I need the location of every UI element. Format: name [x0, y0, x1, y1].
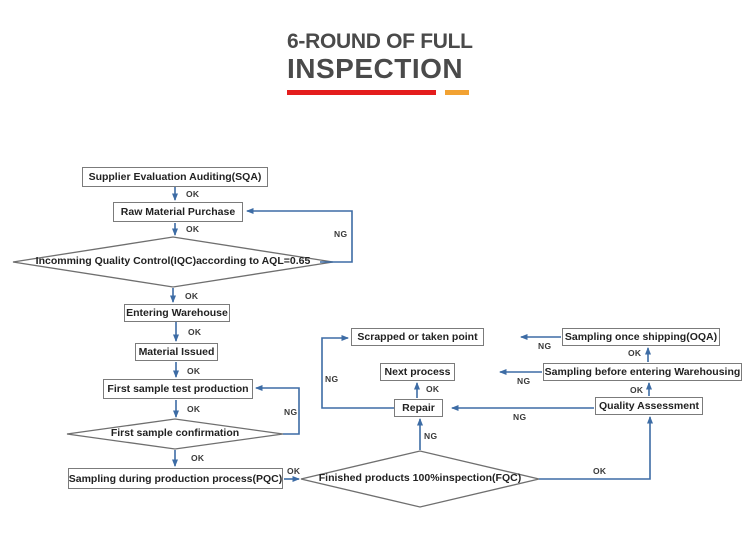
edge-label-ng-fqc-repair: NG: [424, 431, 438, 441]
node-first-sample-test-production: First sample test production: [103, 379, 253, 399]
edge-label-ok-firsttest-confirm: OK: [187, 404, 201, 414]
edge-label-ng-qa-repair: NG: [513, 412, 527, 422]
title-line2: INSPECTION: [287, 53, 464, 84]
node-scrapped-or-taken-point: Scrapped or taken point: [351, 328, 484, 346]
node-raw-material-purchase: Raw Material Purchase: [113, 202, 243, 222]
node-sampling-before-entering-warehousing: Sampling before entering Warehousing: [543, 363, 742, 381]
edge-iqc-ng-loop: [246, 208, 353, 263]
diamond-fqc-label: Finished products 100%inspection(FQC): [318, 472, 522, 484]
edge-label-ok-confirm-pqc: OK: [191, 453, 205, 463]
title-underline-orange: [445, 90, 469, 95]
node-repair: Repair: [394, 399, 443, 417]
edge-label-ok-raw-iqc: OK: [186, 224, 200, 234]
edge-repair-ng-to-scrapped: [321, 335, 394, 409]
edge-label-ok-beforewh-oqa: OK: [628, 348, 642, 358]
edge-label-ng-iqc-loop: NG: [334, 229, 348, 239]
diamond-first-confirm-label: First sample confirmation: [110, 427, 240, 439]
edge-label-ok-pqc-fqc: OK: [287, 466, 301, 476]
edge-label-ok-warehouse-material: OK: [188, 327, 202, 337]
edge-label-ok-material-firsttest: OK: [187, 366, 201, 376]
edge-label-ng-repair-scrapped: NG: [325, 374, 339, 384]
page-title: 6-ROUND OF FULL INSPECTION: [287, 31, 473, 95]
node-supplier-evaluation: Supplier Evaluation Auditing(SQA): [82, 167, 268, 187]
diamond-iqc-label: Incomming Quality Control(IQC)according …: [35, 255, 311, 267]
edge-label-ok-fqc-qa: OK: [593, 466, 607, 476]
edge-label-ok-sqa-raw: OK: [186, 189, 200, 199]
edge-fqc-ok-to-qa: [539, 416, 653, 480]
edge-label-ng-oqa-scrapped: NG: [538, 341, 552, 351]
title-underline: [287, 90, 473, 95]
edge-label-ng-confirm-loop: NG: [284, 407, 298, 417]
title-underline-red: [287, 90, 436, 95]
edge-label-ng-beforewh-next: NG: [517, 376, 531, 386]
title-line1: 6-ROUND OF FULL: [287, 30, 473, 53]
edge-firstconfirm-ng-loop: [255, 385, 300, 435]
edge-label-ok-iqc-warehouse: OK: [185, 291, 199, 301]
node-sampling-during-production-pqc: Sampling during production process(PQC): [68, 468, 283, 489]
node-quality-assessment: Quality Assessment: [595, 397, 703, 415]
node-material-issued: Material Issued: [135, 343, 218, 361]
node-entering-warehouse: Entering Warehouse: [124, 304, 230, 322]
edge-label-ok-qa-beforewh: OK: [630, 385, 644, 395]
node-sampling-once-shipping-oqa: Sampling once shipping(OQA): [562, 328, 720, 346]
edge-label-ok-repair-next: OK: [426, 384, 440, 394]
node-next-process: Next process: [380, 363, 455, 381]
